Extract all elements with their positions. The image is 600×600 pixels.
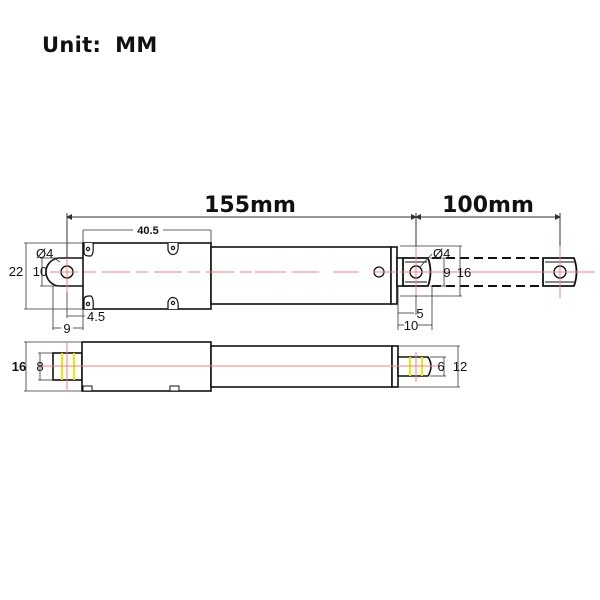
dim-40-5 xyxy=(82,229,212,243)
unit-value: MM xyxy=(115,33,158,57)
overall-length-label: 155mm xyxy=(204,193,296,218)
centerlines-top xyxy=(50,246,595,298)
end-cap xyxy=(390,246,398,305)
outer-tube xyxy=(210,246,392,305)
dim-front xyxy=(397,245,462,330)
side-6-label: 6 xyxy=(437,359,444,374)
side-12-label: 12 xyxy=(453,359,467,374)
offset-10-label: 10 xyxy=(404,318,418,333)
clevis-9-label: 9 xyxy=(443,265,450,280)
offset-9-label: 9 xyxy=(63,321,70,336)
unit-label: Unit: xyxy=(42,33,102,57)
side-foot-2 xyxy=(169,385,180,392)
housing-screws xyxy=(83,242,179,310)
dim-rear-bottom xyxy=(52,286,85,330)
side-view: 16 8 6 12 xyxy=(12,341,467,392)
side-dims xyxy=(24,341,460,392)
rear-hole-dia-label: Ø4 xyxy=(36,246,53,261)
housing-length-label: 40.5 xyxy=(137,225,158,237)
extended-rod-dashed xyxy=(432,257,540,287)
side-8-label: 8 xyxy=(36,359,43,374)
motor-housing xyxy=(82,242,212,310)
side-foot-1 xyxy=(82,385,93,392)
dim-left-vertical xyxy=(24,242,83,310)
offset-5-label: 5 xyxy=(416,306,423,321)
top-view: 155mm 100mm 40.5 xyxy=(9,193,595,336)
clevis-10-label: 10 xyxy=(33,264,47,279)
unit-title: Unit: MM xyxy=(42,33,158,57)
height-22-label: 22 xyxy=(9,264,23,279)
centerlines-side xyxy=(40,343,440,390)
side-16-label: 16 xyxy=(12,359,26,374)
offset-4-5-label: 4.5 xyxy=(87,309,105,324)
clevis-16-label: 16 xyxy=(457,265,471,280)
stroke-length-label: 100mm xyxy=(442,193,534,218)
front-hole-dia-label: Ø4 xyxy=(433,246,450,261)
